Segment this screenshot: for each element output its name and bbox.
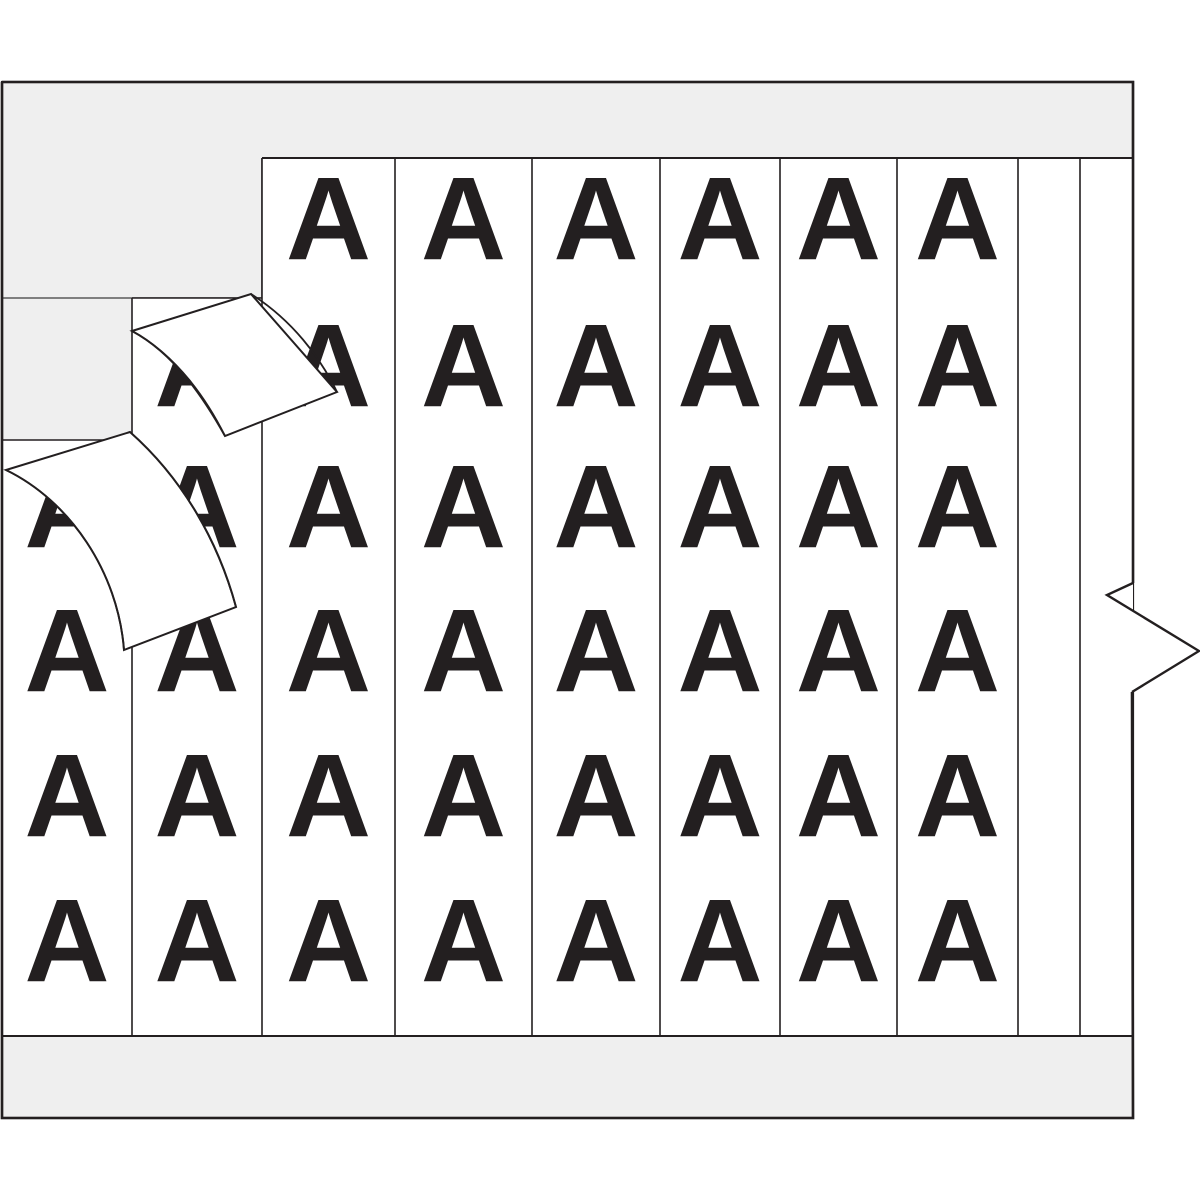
label-character-r5c3[interactable]: A bbox=[286, 730, 371, 862]
label-character-r6c3[interactable]: A bbox=[286, 875, 371, 1007]
label-character-r4c3[interactable]: A bbox=[286, 585, 371, 717]
peeled-label-upper-curl-edge bbox=[131, 330, 226, 437]
label-character-r3c4[interactable]: A bbox=[421, 441, 506, 573]
label-character-r5c6[interactable]: A bbox=[677, 730, 762, 862]
peeled-label-lower[interactable] bbox=[3, 430, 238, 652]
label-character-r2c6[interactable]: A bbox=[677, 300, 762, 432]
label-character-r1c8[interactable]: A bbox=[915, 153, 1000, 285]
label-character-r6c5[interactable]: A bbox=[553, 875, 638, 1007]
label-character-r6c2[interactable]: A bbox=[154, 875, 239, 1007]
label-character-r5c8[interactable]: A bbox=[915, 730, 1000, 862]
label-character-r2c5[interactable]: A bbox=[553, 300, 638, 432]
label-character-r3c5[interactable]: A bbox=[553, 441, 638, 573]
label-character-r1c3[interactable]: A bbox=[286, 153, 371, 285]
label-character-r4c5[interactable]: A bbox=[553, 585, 638, 717]
label-character-r4c6[interactable]: A bbox=[677, 585, 762, 717]
label-character-r3c6[interactable]: A bbox=[677, 441, 762, 573]
label-character-r1c5[interactable]: A bbox=[553, 153, 638, 285]
label-character-r2c7[interactable]: A bbox=[796, 300, 881, 432]
label-character-r3c3[interactable]: A bbox=[286, 441, 371, 573]
zigzag-tear-notch bbox=[1104, 581, 1200, 694]
peeled-label-upper-far-edge bbox=[250, 293, 338, 393]
tear-notch-outline bbox=[1104, 581, 1200, 694]
label-character-r5c4[interactable]: A bbox=[421, 730, 506, 862]
label-character-r4c4[interactable]: A bbox=[421, 585, 506, 717]
label-character-r6c6[interactable]: A bbox=[677, 875, 762, 1007]
label-character-r4c7[interactable]: A bbox=[796, 585, 881, 717]
sheet-border-bottom bbox=[0, 82, 1135, 1120]
sheet-outer-border bbox=[0, 80, 1135, 1120]
label-character-r3c7[interactable]: A bbox=[796, 441, 881, 573]
label-character-r5c7[interactable]: A bbox=[796, 730, 881, 862]
label-character-r2c4[interactable]: A bbox=[421, 300, 506, 432]
label-character-r2c8[interactable]: A bbox=[915, 300, 1000, 432]
label-character-r6c8[interactable]: A bbox=[915, 875, 1000, 1007]
sheet-border-top bbox=[2, 80, 1135, 583]
label-character-r4c1[interactable]: A bbox=[24, 585, 109, 717]
label-character-r5c1[interactable]: A bbox=[24, 730, 109, 862]
peeled-label-lower-curl-edge bbox=[129, 431, 237, 608]
label-field bbox=[2, 158, 1133, 1036]
label-character-r1c4[interactable]: A bbox=[421, 153, 506, 285]
label-character-r6c7[interactable]: A bbox=[796, 875, 881, 1007]
peeled-label-lower-far-edge bbox=[5, 469, 125, 651]
label-character-r6c4[interactable]: A bbox=[421, 875, 506, 1007]
label-character-r3c8[interactable]: A bbox=[915, 441, 1000, 573]
label-character-r6c1[interactable]: A bbox=[24, 875, 109, 1007]
label-character-r1c7[interactable]: A bbox=[796, 153, 881, 285]
label-character-r5c2[interactable]: A bbox=[154, 730, 239, 862]
label-character-r1c6[interactable]: A bbox=[677, 153, 762, 285]
label-character-r4c8[interactable]: A bbox=[915, 585, 1000, 717]
label-column-separators bbox=[131, 158, 1081, 1036]
label-character-r5c5[interactable]: A bbox=[553, 730, 638, 862]
peeled-label-upper[interactable] bbox=[129, 292, 339, 438]
